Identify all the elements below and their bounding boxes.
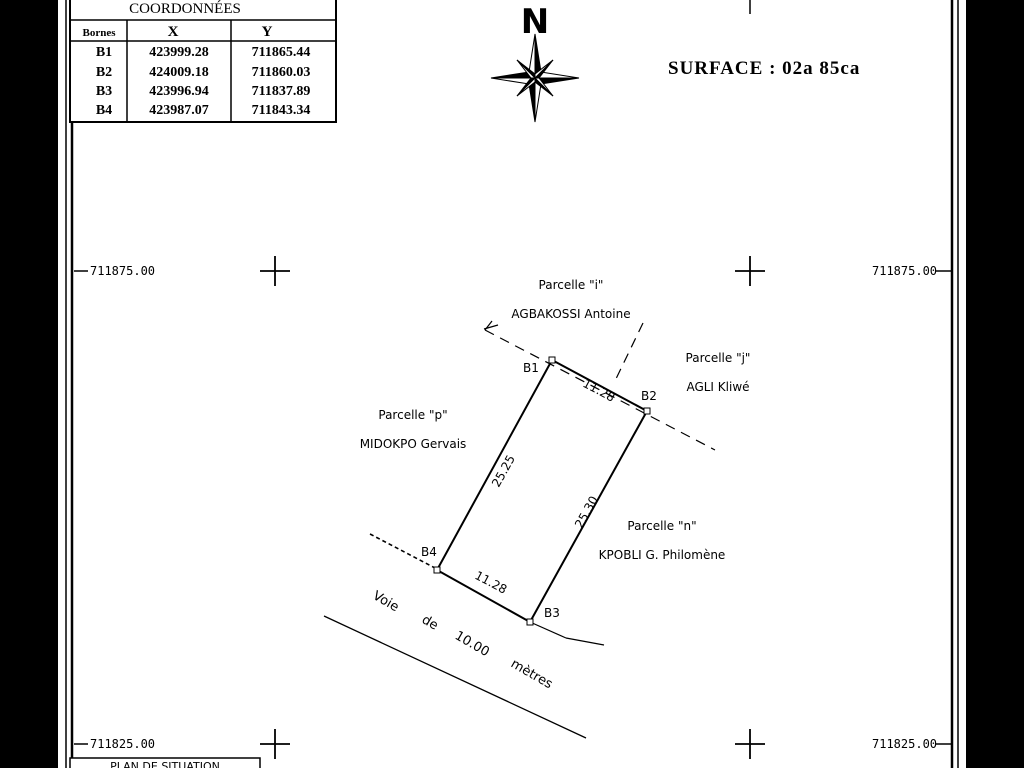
page-background	[58, 0, 966, 768]
borne-label-b1: B1	[523, 361, 539, 375]
parcel-n-owner: KPOBLI G. Philomène	[599, 548, 726, 562]
table-row-b1-borne: B1	[96, 45, 112, 60]
grid-markers	[74, 270, 952, 745]
road-label-unit: mètres	[508, 656, 555, 692]
table-row-b1-x: 423999.28	[149, 45, 209, 60]
grid-label-top-right: 711875.00	[872, 264, 937, 278]
parcel-i-title: Parcelle "i"	[539, 278, 604, 292]
road-label-voie: Voie	[370, 588, 401, 615]
table-row-b4-borne: B4	[96, 103, 112, 118]
grid-label-top-left: 711875.00	[90, 264, 155, 278]
dimension-top: 11.28	[580, 376, 617, 404]
dimension-right: 25.30	[572, 494, 601, 531]
table-row-b2-x: 424009.18	[149, 65, 209, 80]
compass-rose-icon: N	[490, 2, 580, 123]
table-header-x: X	[168, 24, 179, 40]
neighbour-boundaries	[369, 320, 716, 646]
parcel-p-title: Parcelle "p"	[378, 408, 447, 422]
borne-label-b3: B3	[544, 606, 560, 620]
table-row-b4-x: 423987.07	[149, 103, 209, 118]
road-label-width: 10.00	[452, 628, 492, 660]
parcel-j-owner: AGLI Kliwé	[686, 380, 749, 394]
road-label-de: de	[419, 612, 441, 633]
grid-cross-icon	[260, 256, 765, 759]
borne-label-b4: B4	[421, 545, 437, 559]
borne-label-b2: B2	[641, 389, 657, 403]
parcel-boundary	[435, 358, 649, 624]
coordinates-table: COORDONNÉES Bornes X Y B1 423999.28 7118…	[69, 0, 337, 123]
table-row-b2-y: 711860.03	[252, 65, 311, 80]
parcel-p-owner: MIDOKPO Gervais	[360, 437, 467, 451]
table-header-bornes: Bornes	[83, 27, 117, 39]
parcel-i-owner: AGBAKOSSI Antoine	[511, 307, 630, 321]
table-row-b3-x: 423996.94	[149, 84, 209, 99]
dimension-left: 25.25	[489, 453, 518, 490]
road-edge	[323, 615, 587, 739]
parcel-j-title: Parcelle "j"	[686, 351, 751, 365]
grid-label-bottom-right: 711825.00	[872, 737, 937, 751]
borne-markers	[433, 356, 651, 626]
situation-plan-box: PLAN DE SITUATION	[69, 757, 261, 768]
parcel-n-title: Parcelle "n"	[627, 519, 696, 533]
table-header-y: Y	[262, 24, 273, 40]
grid-label-bottom-left: 711825.00	[90, 737, 155, 751]
table-title: COORDONNÉES	[129, 0, 241, 17]
page-frame	[65, 0, 959, 768]
table-row-b2-borne: B2	[96, 65, 112, 80]
situation-plan-title: PLAN DE SITUATION	[110, 760, 220, 768]
table-row-b3-y: 711837.89	[252, 84, 311, 99]
table-row-b4-y: 711843.34	[252, 103, 311, 118]
table-row-b3-borne: B3	[96, 84, 112, 99]
surface-label: SURFACE : 02a 85ca	[668, 58, 860, 79]
table-row-b1-y: 711865.44	[252, 45, 311, 60]
